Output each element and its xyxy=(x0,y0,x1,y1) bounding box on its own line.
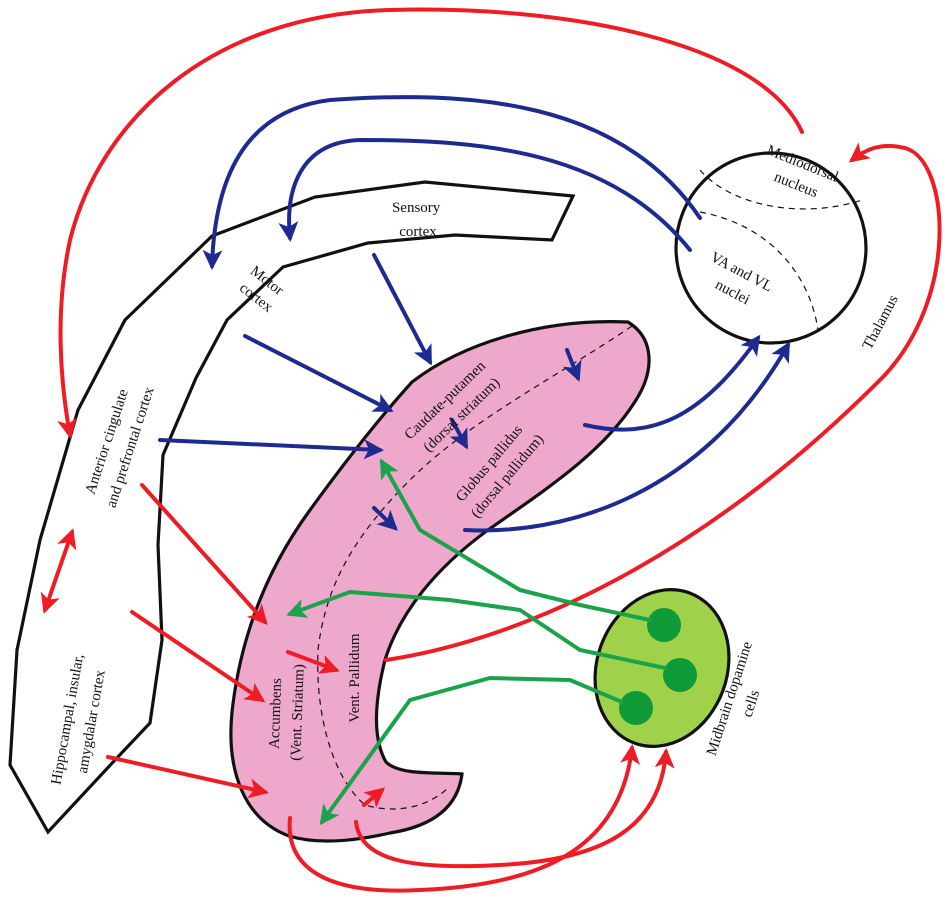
blue-arrow-thalamus-to-motor-1 xyxy=(212,97,700,266)
red-arrow-prefrontal-hippocampal xyxy=(45,532,72,610)
blue-arrow-sensory-to-caudate xyxy=(374,255,430,362)
sensory-cortex-label: Sensory cortex xyxy=(392,200,444,240)
dopamine-cell-3 xyxy=(619,691,653,725)
blue-arrow-motor-to-caudate xyxy=(245,336,390,410)
motor-cortex-label: Motor cortex xyxy=(235,263,290,317)
dopamine-cell-2 xyxy=(663,658,697,692)
vent-pallidum-label: Vent. Pallidum xyxy=(347,633,363,722)
thalamus-label: Thalamus xyxy=(860,292,902,352)
hippocampal-label: Hippocampal, insular, amygdalar cortex xyxy=(49,649,112,790)
blue-arrow-prefrontal-to-caudate xyxy=(160,440,380,450)
blue-arrow-thalamus-to-motor-2 xyxy=(289,140,690,250)
dopamine-cell-1 xyxy=(647,608,681,642)
